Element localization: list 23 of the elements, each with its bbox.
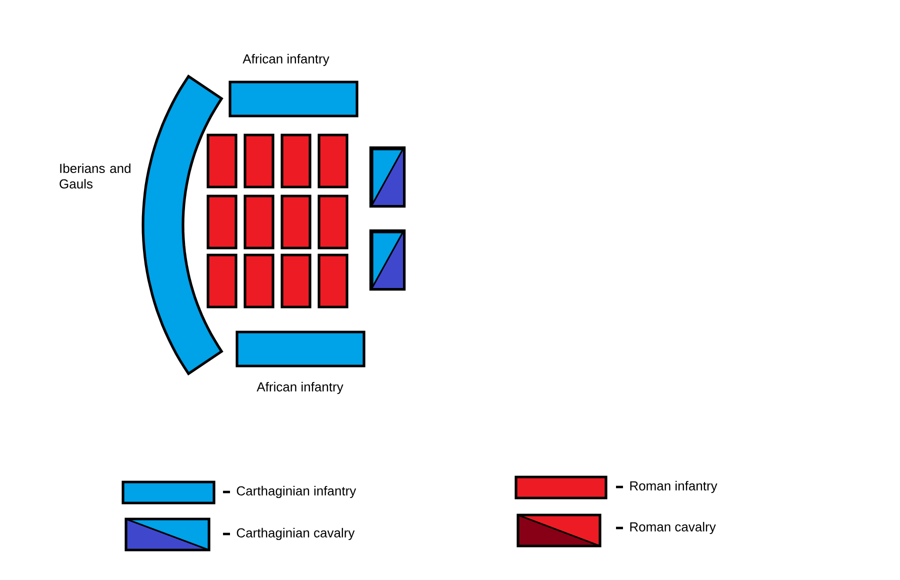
legend-text: Roman infantry	[630, 480, 718, 494]
formation-block: African infantry	[228, 54, 358, 118]
formation-block	[318, 254, 348, 308]
formation-block	[318, 134, 348, 188]
formation-block: African infantry	[236, 330, 366, 394]
formation-block	[244, 194, 274, 250]
legend-text: Carthaginian cavalry	[236, 528, 355, 540]
formation-block	[206, 134, 238, 188]
formation-block	[318, 194, 348, 250]
formation-block	[244, 254, 274, 308]
cavalry-block	[369, 146, 406, 208]
node-label: African infantry	[256, 382, 344, 394]
legend-text: Carthaginian infantry	[236, 486, 356, 498]
formation-block	[244, 134, 274, 188]
cavalry-block	[369, 229, 406, 291]
formation-block	[206, 194, 238, 250]
formation-block	[280, 254, 312, 308]
node-label: Iberians and Gauls	[60, 163, 130, 189]
formation-block	[206, 254, 238, 308]
node-label: African infantry	[242, 54, 330, 66]
formation-block	[280, 134, 312, 188]
legend-text: Roman cavalry	[630, 522, 716, 534]
formation-block	[280, 194, 312, 250]
